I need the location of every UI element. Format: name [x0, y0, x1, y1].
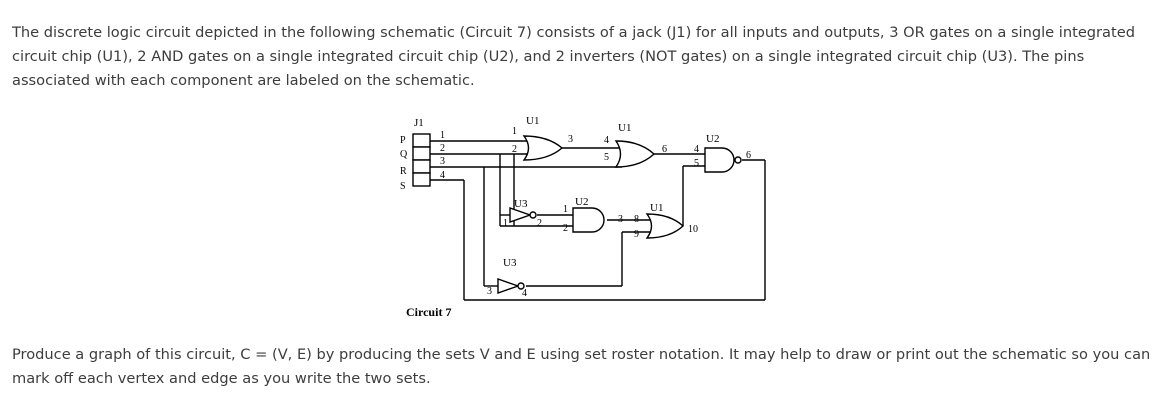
jack-pin-number: 2	[440, 143, 445, 154]
gate-pin-label: 10	[688, 224, 698, 235]
question-paragraph: Produce a graph of this circuit, C = (V,…	[12, 346, 1151, 387]
gate-chip-label: U1	[618, 122, 631, 134]
gate-chip-label: U2	[575, 196, 588, 208]
gate-chip-label: U2	[706, 133, 719, 145]
jack-pin-box	[412, 172, 431, 187]
or-gate-u1-c: U1 8 9 10	[634, 202, 698, 240]
gate-pin-label: 4	[694, 144, 699, 155]
not-gate-u3-a: U3 1 2	[503, 198, 542, 229]
gate-pin-label: 4	[522, 288, 527, 299]
jack-signal: R	[400, 166, 407, 177]
jack-signal: Q	[400, 149, 408, 160]
gate-pin-label: 6	[662, 144, 667, 155]
gate-pin-label: 4	[604, 135, 609, 146]
jack-pin-number: 3	[440, 156, 445, 167]
gate-chip-label: U3	[514, 198, 528, 210]
and-gate-u2-a: U2 4 5 6	[694, 133, 751, 173]
gate-pin-label: 9	[634, 229, 639, 240]
gate-chip-label: U1	[526, 115, 539, 127]
gate-pin-label: 2	[537, 218, 542, 229]
or-gate-u1-b: U1 4 5 6	[604, 122, 667, 168]
gate-pin-label: 1	[563, 204, 568, 215]
jack-j1: J1 P Q R S 1 2 3 4	[400, 117, 445, 192]
gate-pin-label: 3	[487, 286, 492, 297]
jack-pin-number: 1	[440, 130, 445, 141]
jack-pin-box	[412, 146, 431, 161]
gate-pin-label: 1	[512, 126, 517, 137]
jack-signal: P	[400, 135, 406, 146]
gate-chip-label: U1	[650, 202, 663, 214]
gate-pin-label: 8	[634, 214, 639, 225]
gate-pin-label: 6	[746, 150, 751, 161]
gate-chip-label: U3	[503, 257, 517, 269]
and-gate-u2-b: U2 1 2 3	[563, 196, 623, 234]
gate-pin-label: 5	[694, 158, 699, 169]
intro-paragraph: The discrete logic circuit depicted in t…	[12, 24, 1135, 89]
gate-pin-label: 2	[563, 223, 568, 234]
jack-signal: S	[400, 181, 406, 192]
not-gate-u3-b: U3 3 4	[487, 257, 527, 299]
jack-pin-number: 4	[440, 170, 445, 181]
schematic-wires	[430, 140, 766, 301]
jack-label: J1	[414, 117, 424, 129]
gate-pin-label: 1	[503, 218, 508, 229]
gate-pin-label: 5	[604, 152, 609, 163]
gate-pin-label: 3	[568, 134, 573, 145]
jack-pin-box	[412, 133, 431, 148]
gate-pin-label: 2	[512, 144, 517, 155]
gate-pin-label: 3	[618, 214, 623, 225]
jack-pin-box	[412, 159, 431, 174]
schematic-caption: Circuit 7	[406, 305, 451, 319]
or-gate-u1-a: U1 1 2 3	[512, 115, 573, 161]
